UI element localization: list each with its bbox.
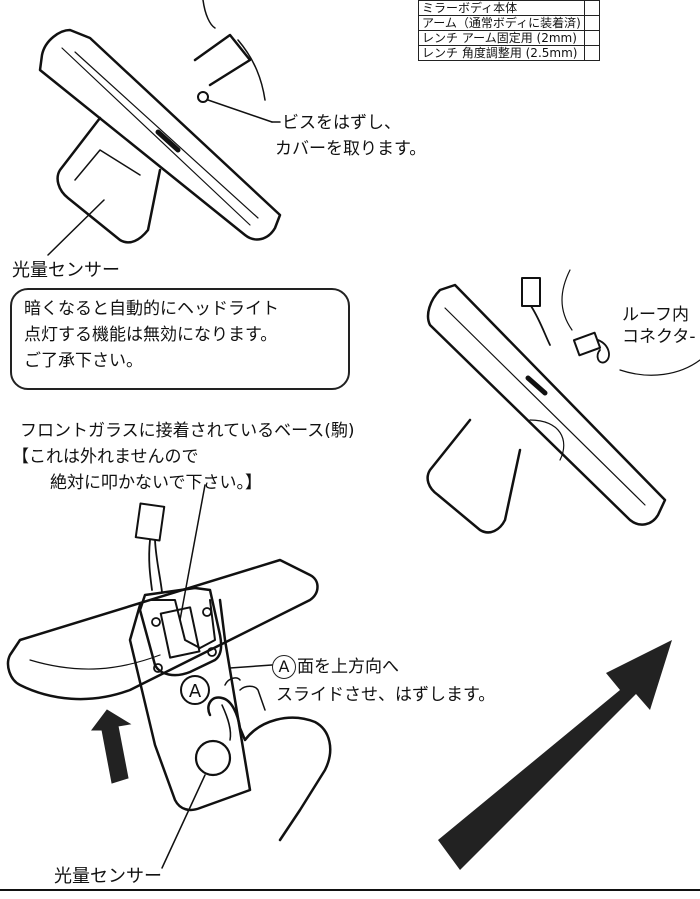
light-sensor-label-top: 光量センサー — [12, 260, 120, 281]
roof-connector-line2: コネクタ- — [622, 327, 696, 347]
circled-a-mark: A — [272, 655, 296, 679]
parts-row: レンチ アーム固定用 (2mm) — [418, 30, 600, 46]
slide-a-line2: スライドさせ、はずします。 — [276, 685, 496, 705]
parts-row: アーム（通常ボディに装着済) — [418, 15, 600, 31]
parts-table: ミラーボディ本体 アーム（通常ボディに装着済) レンチ アーム固定用 (2mm)… — [418, 0, 600, 61]
slide-up-arrow — [91, 709, 132, 784]
base-caption-line3: 絶対に叩かないで下さい。】 — [50, 473, 262, 493]
remove-screw-line2: カバーを取ります。 — [275, 139, 427, 159]
parts-cell: ミラーボディ本体 — [418, 0, 585, 16]
plate-a-mark: A — [189, 681, 202, 702]
parts-row: レンチ 角度調整用 (2.5mm) — [418, 45, 600, 61]
parts-cell: レンチ 角度調整用 (2.5mm) — [418, 45, 585, 61]
parts-cell: アーム（通常ボディに装着済) — [418, 15, 585, 31]
remove-screw-line1: ビスをはずし、 — [282, 113, 401, 133]
big-diagonal-arrow — [438, 640, 672, 870]
slide-a-text: 面を上方向へ — [297, 657, 399, 677]
parts-cell: レンチ アーム固定用 (2mm) — [418, 30, 585, 46]
note-line: 暗くなると自動的にヘッドライト — [24, 299, 279, 319]
mirror-bottom — [6, 484, 332, 869]
base-caption-line1: フロントガラスに接着されているベース(駒) — [20, 421, 355, 441]
note-line: ご了承下さい。 — [24, 351, 143, 371]
mirror-top-left — [38, 0, 282, 256]
light-sensor-label-bottom: 光量センサー — [54, 866, 162, 887]
base-caption-line2: 【これは外れませんので — [12, 447, 199, 467]
note-box: 暗くなると自動的にヘッドライト 点灯する機能は無効になります。 ご了承下さい。 — [10, 288, 350, 390]
parts-row: ミラーボディ本体 — [418, 0, 600, 16]
mirror-right — [426, 269, 700, 534]
note-line: 点灯する機能は無効になります。 — [24, 325, 278, 345]
roof-connector-line1: ルーフ内 — [622, 305, 689, 325]
